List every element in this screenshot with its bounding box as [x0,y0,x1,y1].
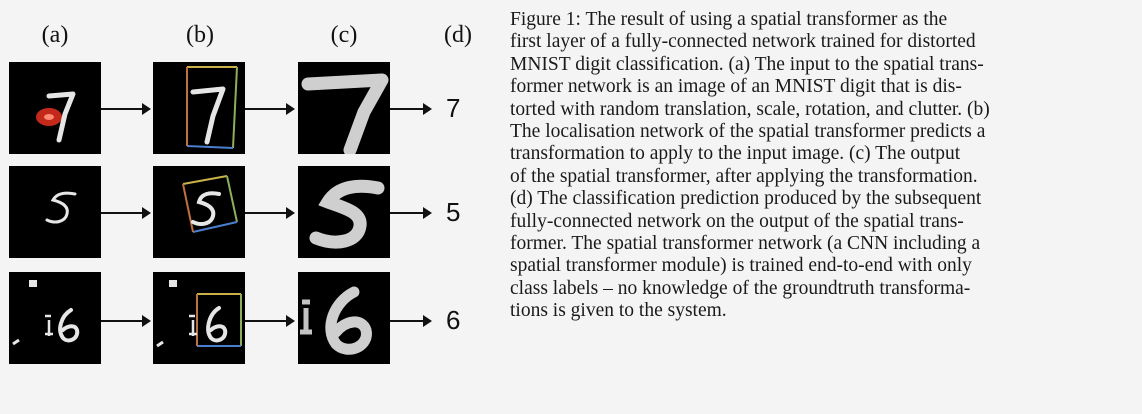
caption-line: The localisation network of the spatial … [510,121,986,143]
arrow-b-c-row-1 [245,103,295,115]
input-image-row-3 [9,272,101,364]
arrow-a-b-row-2 [101,207,151,219]
caption-line: fully-connected network on the output of… [510,210,964,232]
caption-line: (d) The classification prediction produc… [510,188,982,210]
caption-line: former network is an image of an MNIST d… [510,76,962,98]
caption-line: Figure 1: The result of using a spatial … [510,9,948,30]
caption-line: spatial transformer module) is trained e… [510,255,972,277]
input-image-row-1 [9,62,101,154]
caption-line: tions is given to the system. [510,300,727,322]
localised-image-row-1 [153,62,245,154]
transformed-image-row-2 [298,166,390,258]
arrow-c-d-row-1 [390,103,432,115]
transformed-image-row-3 [298,272,390,364]
arrow-b-c-row-2 [245,207,295,219]
arrow-c-d-row-3 [390,315,432,327]
caption-line: of the spatial transformer, after applyi… [510,165,978,187]
arrow-a-b-row-3 [101,315,151,327]
localised-image-row-2 [153,166,245,258]
column-label-c: (c) [330,22,358,48]
arrow-c-d-row-2 [390,207,432,219]
caption-line: transformation to apply to the input ima… [510,143,961,165]
figure-caption: Figure 1: The result of using a spatial … [510,9,1132,323]
prediction-row-2: 5 [446,197,461,227]
localised-image-row-3 [153,272,245,364]
caption-line: class labels – no knowledge of the groun… [510,277,971,299]
arrow-a-b-row-1 [101,103,151,115]
caption-line: torted with random translation, scale, r… [510,98,990,120]
caption-line: first layer of a fully-connected network… [510,31,976,53]
input-image-row-2 [9,166,101,258]
arrow-b-c-row-3 [245,315,295,327]
column-label-d: (d) [444,22,472,48]
prediction-row-3: 6 [446,305,461,335]
caption-line: former. The spatial transformer network … [510,233,981,255]
column-label-b: (b) [186,22,214,48]
caption-line: MNIST digit classification. (a) The inpu… [510,53,984,75]
column-label-a: (a) [41,22,69,48]
prediction-row-1: 7 [446,93,461,123]
transformed-image-row-1 [298,62,390,154]
